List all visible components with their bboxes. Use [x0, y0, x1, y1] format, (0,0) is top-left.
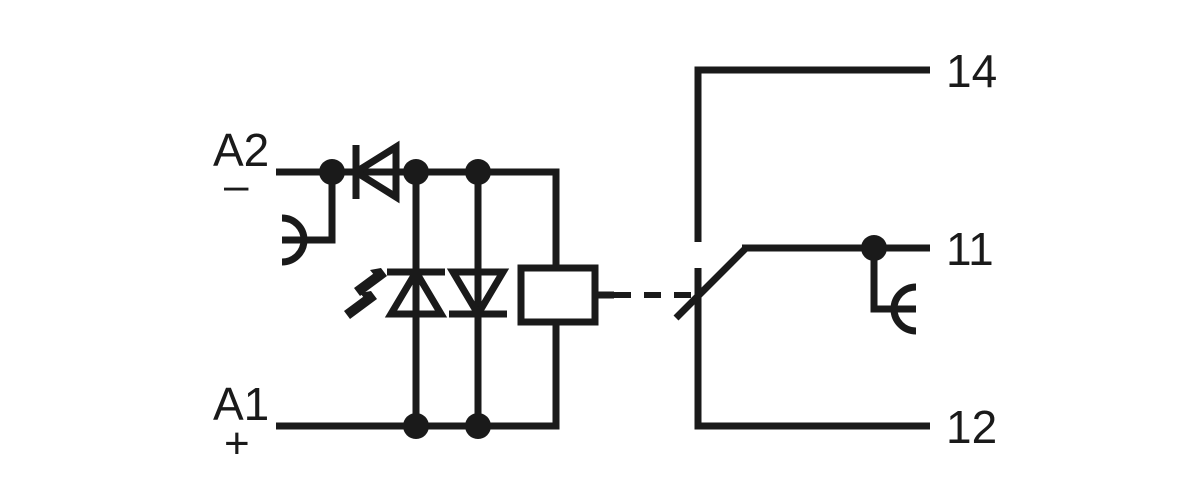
- label-a1-polarity: +: [224, 419, 250, 468]
- a2-terminal-connector: [281, 175, 336, 266]
- contact-moving-blade: [673, 245, 749, 321]
- junction-dot-diode-bottom: [465, 413, 491, 439]
- label-a2-polarity: –: [224, 161, 249, 210]
- status-led-branch: [344, 172, 448, 426]
- led-light-arrows: [344, 268, 387, 319]
- t11-terminal-connector: [870, 251, 917, 335]
- coil-top-rail: [412, 168, 560, 268]
- junction-dot-led-top: [403, 159, 429, 185]
- junction-dot-led-bottom: [403, 413, 429, 439]
- label-t11: 11: [946, 223, 994, 275]
- label-t12: 12: [946, 401, 997, 453]
- contact-no-branch-14: [694, 66, 930, 242]
- contact-common-branch-12: [694, 278, 930, 430]
- suppressor-diode-branch: [446, 172, 510, 426]
- label-a2: A2: [213, 124, 269, 176]
- relay-coil-symbol: [517, 264, 614, 326]
- a1-bottom-rail: [276, 322, 560, 430]
- label-a1: A1: [213, 378, 269, 430]
- junction-dot-diode-top: [465, 159, 491, 185]
- label-t14: 14: [946, 45, 997, 97]
- junction-dot-t11: [861, 235, 887, 261]
